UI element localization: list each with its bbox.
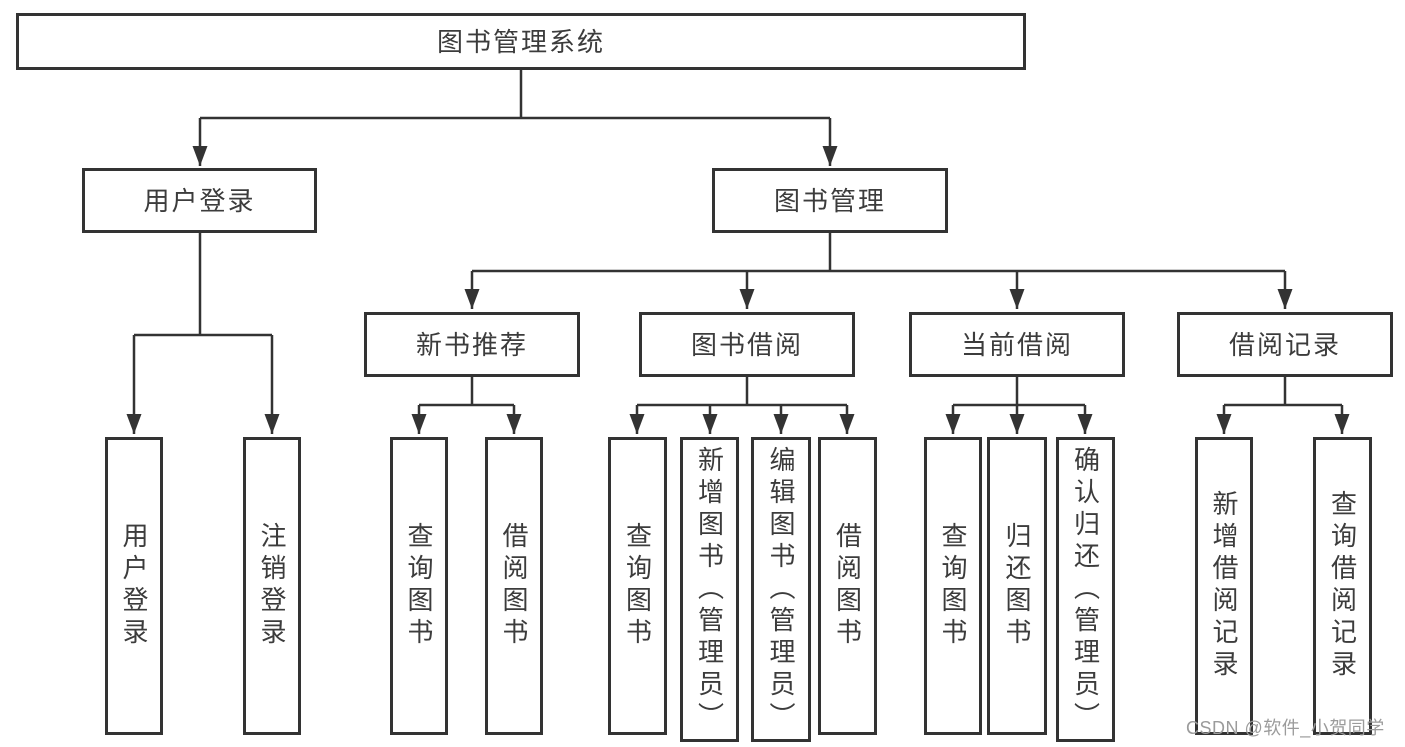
node-new-book-recommend: 新书推荐 bbox=[364, 312, 580, 377]
node-label: 图书管理系统 bbox=[436, 26, 605, 57]
node-book-management: 图书管理 bbox=[712, 168, 948, 233]
node-user-login: 用户登录 bbox=[82, 168, 317, 233]
leaf-confirm-return-admin: 确认归还（管理员） bbox=[1056, 437, 1115, 742]
leaf-label: 借阅图书 bbox=[499, 522, 529, 650]
leaf-label: 查询图书 bbox=[938, 522, 968, 650]
node-label: 用户登录 bbox=[143, 185, 256, 216]
leaf-label: 确认归还（管理员） bbox=[1070, 445, 1101, 734]
leaf-return-books: 归还图书 bbox=[987, 437, 1047, 735]
leaf-query-borrow-record: 查询借阅记录 bbox=[1313, 437, 1372, 735]
node-label: 新书推荐 bbox=[415, 329, 528, 360]
leaf-query-books-borrowing: 查询图书 bbox=[608, 437, 667, 735]
leaf-label: 注销登录 bbox=[257, 522, 287, 650]
node-book-borrowing: 图书借阅 bbox=[639, 312, 855, 377]
leaf-logout-login: 注销登录 bbox=[243, 437, 301, 735]
leaf-label: 用户登录 bbox=[119, 522, 149, 650]
leaf-borrow-books-recommend: 借阅图书 bbox=[485, 437, 543, 735]
node-borrowing-records: 借阅记录 bbox=[1177, 312, 1393, 377]
node-label: 图书管理 bbox=[773, 185, 886, 216]
leaf-add-borrow-record: 新增借阅记录 bbox=[1195, 437, 1253, 735]
leaf-query-books-recommend: 查询图书 bbox=[390, 437, 448, 735]
leaf-label: 查询图书 bbox=[622, 522, 653, 650]
leaf-user-login: 用户登录 bbox=[105, 437, 163, 735]
node-label: 当前借阅 bbox=[960, 329, 1073, 360]
node-label: 借阅记录 bbox=[1228, 329, 1341, 360]
leaf-add-books-admin: 新增图书（管理员） bbox=[680, 437, 739, 742]
node-current-borrowing: 当前借阅 bbox=[909, 312, 1125, 377]
leaf-label: 新增借阅记录 bbox=[1209, 490, 1239, 682]
leaf-label: 归还图书 bbox=[1002, 522, 1032, 650]
leaf-label: 查询借阅记录 bbox=[1327, 490, 1358, 682]
node-library-system: 图书管理系统 bbox=[16, 13, 1026, 70]
leaf-label: 编辑图书（管理员） bbox=[766, 445, 796, 734]
leaf-label: 借阅图书 bbox=[832, 522, 863, 650]
leaf-label: 新增图书（管理员） bbox=[694, 445, 725, 734]
watermark-text: CSDN @软件_小贺同学 bbox=[1186, 718, 1385, 738]
leaf-borrow-books-borrowing: 借阅图书 bbox=[818, 437, 877, 735]
node-label: 图书借阅 bbox=[690, 329, 803, 360]
leaf-label: 查询图书 bbox=[404, 522, 434, 650]
leaf-edit-books-admin: 编辑图书（管理员） bbox=[751, 437, 811, 742]
leaf-query-books-current: 查询图书 bbox=[924, 437, 982, 735]
